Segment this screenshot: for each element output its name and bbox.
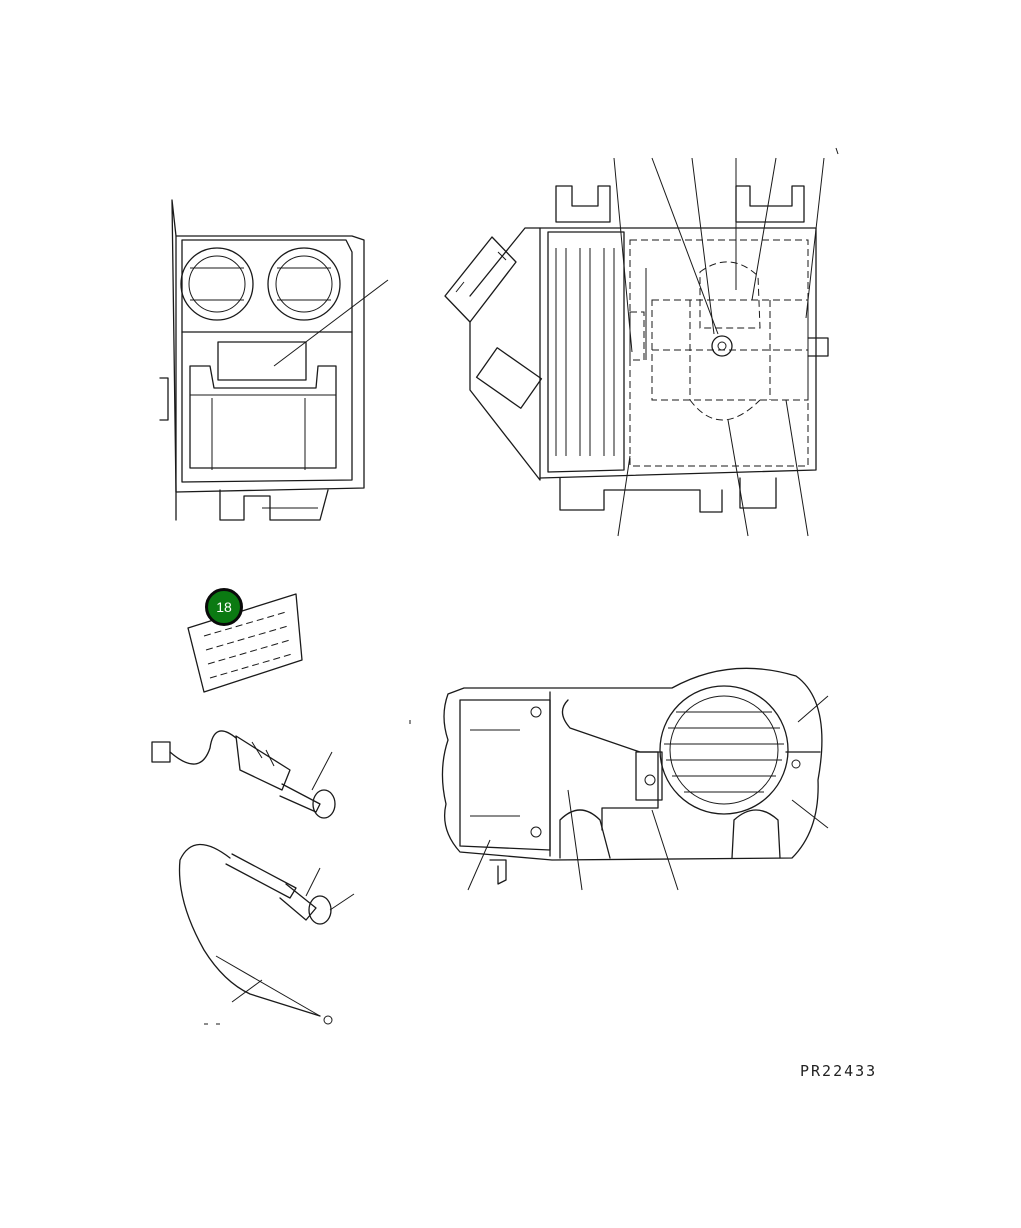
switch-assembly	[151, 730, 336, 819]
callout-badge-label: 18	[216, 599, 232, 615]
drawing-code: PR22433	[800, 1062, 878, 1080]
leader-lines	[613, 157, 825, 537]
heater-unit-side-view	[409, 667, 829, 891]
heater-unit-top-view	[444, 147, 839, 537]
callout-badge-18[interactable]: 18	[205, 588, 243, 626]
label-sheet	[187, 593, 303, 693]
control-cable	[178, 843, 355, 1025]
heater-unit-front-view	[159, 199, 389, 521]
